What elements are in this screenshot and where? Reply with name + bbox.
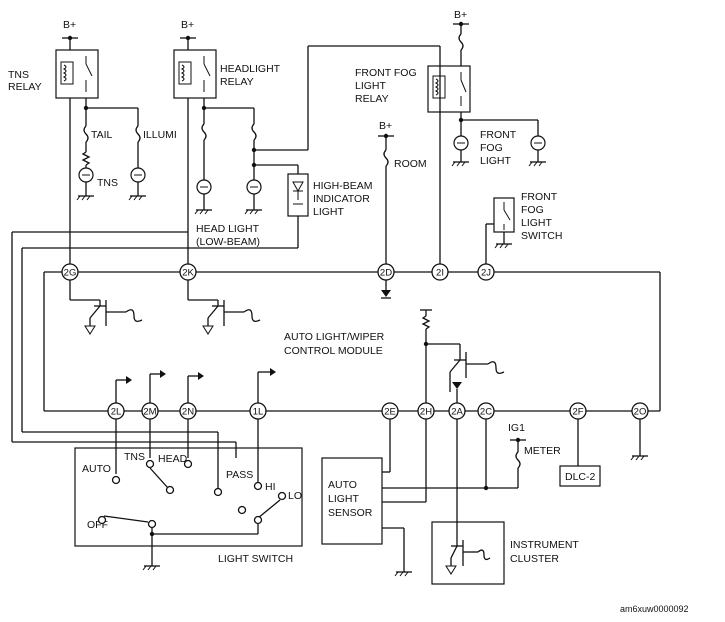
- headlight-lamps: HEAD LIGHT (LOW-BEAM): [194, 108, 262, 248]
- dlc2-label: DLC-2: [565, 471, 596, 483]
- connector-2i: 2I: [431, 263, 449, 281]
- connector-2a: 2A: [448, 402, 466, 420]
- headlight-relay-label-1: HEADLIGHT: [220, 63, 281, 75]
- connector-2k-label: 2K: [182, 268, 194, 279]
- headlight-relay: B+ HEADLIGHT RELAY: [173, 19, 281, 240]
- fog-relay-label-1: FRONT FOG: [355, 67, 417, 79]
- connector-2m: 2M: [141, 402, 159, 420]
- upper-bus: [11, 202, 661, 442]
- room-bplus: B+: [379, 120, 392, 132]
- connector-1l-label: 1L: [253, 407, 264, 418]
- connector-2d: 2D: [377, 263, 395, 281]
- high-beam-indicator: HIGH-BEAM INDICATOR LIGHT: [22, 164, 373, 249]
- fog-switch-label-2: FOG: [521, 204, 544, 216]
- illumi-label: ILLUMI: [143, 129, 177, 141]
- module-internal-driver: [420, 309, 505, 404]
- front-fog-light-switch: FRONT FOG LIGHT SWITCH: [485, 191, 562, 262]
- tail-illumi-branch: TAIL TNS ILLUMI: [76, 108, 177, 201]
- fog-relay-label-2: LIGHT: [355, 80, 387, 92]
- lower-bus: DLC-2: [44, 368, 660, 487]
- connector-2h: 2H: [417, 402, 435, 420]
- connector-2o-label: 2O: [634, 407, 647, 418]
- fog-relay-bplus: B+: [454, 9, 467, 21]
- connector-2e: 2E: [381, 402, 399, 420]
- module-transistors: [69, 280, 261, 335]
- sw-head-label: HEAD: [158, 453, 188, 465]
- connector-pins: 2G 2K 2D 2I 2J 2L 2M 2N 1L 2E 2H 2A 2C 2…: [61, 263, 649, 420]
- front-fog-light-label-2: FOG: [480, 142, 503, 154]
- sensor-label-3: SENSOR: [328, 507, 373, 519]
- cluster-label-1: INSTRUMENT: [510, 539, 579, 551]
- fog-switch-label-4: SWITCH: [521, 230, 562, 242]
- connector-2c: 2C: [477, 402, 495, 420]
- fog-switch-label-1: FRONT: [521, 191, 558, 203]
- module-label-1: AUTO LIGHT/WIPER: [284, 331, 385, 343]
- sensor-label-2: LIGHT: [328, 493, 360, 505]
- connector-2i-label: 2I: [436, 268, 444, 279]
- tns-relay: B+ TNS RELAY: [8, 19, 138, 202]
- front-fog-light-label-1: FRONT: [480, 129, 517, 141]
- top-wires: [254, 45, 441, 268]
- connector-2n: 2N: [179, 402, 197, 420]
- connector-2j-label: 2J: [481, 268, 491, 279]
- connector-2k: 2K: [179, 263, 197, 281]
- headlight-relay-label-2: RELAY: [220, 76, 254, 88]
- connector-2g: 2G: [61, 263, 79, 281]
- tns-relay-label-2: RELAY: [8, 81, 42, 93]
- high-beam-label-1: HIGH-BEAM: [313, 180, 373, 192]
- connector-2o: 2O: [631, 402, 649, 420]
- connector-2h-label: 2H: [420, 407, 432, 418]
- room-label: ROOM: [394, 158, 427, 170]
- connector-2d-label: 2D: [380, 268, 392, 279]
- sw-auto-label: AUTO: [82, 463, 111, 475]
- auto-light-sensor: AUTO LIGHT SENSOR: [321, 418, 518, 577]
- auto-light-module-label: AUTO LIGHT/WIPER CONTROL MODULE: [284, 331, 385, 357]
- connector-2m-label: 2M: [143, 407, 156, 418]
- meter-label: METER: [524, 445, 561, 457]
- connector-2j: 2J: [477, 263, 495, 281]
- cluster-label-2: CLUSTER: [510, 553, 559, 565]
- tail-label: TAIL: [91, 129, 113, 141]
- tns-relay-bplus: B+: [63, 19, 76, 31]
- connector-1l: 1L: [249, 402, 267, 420]
- light-switch: AUTO TNS HEAD PASS HI LO OFF LIGHT SWITC…: [12, 418, 303, 571]
- ig1-label: IG1: [508, 422, 525, 434]
- tns-relay-label-1: TNS: [8, 69, 29, 81]
- high-beam-label-2: INDICATOR: [313, 193, 370, 205]
- high-beam-label-3: LIGHT: [313, 206, 345, 218]
- head-light-label-1: HEAD LIGHT: [196, 223, 260, 235]
- ig1-meter: IG1 METER: [485, 418, 561, 488]
- module-label-2: CONTROL MODULE: [284, 345, 383, 357]
- head-light-label-2: (LOW-BEAM): [196, 236, 260, 248]
- sensor-label-1: AUTO: [328, 479, 357, 491]
- sw-tns-label: TNS: [124, 451, 145, 463]
- headlight-relay-bplus: B+: [181, 19, 194, 31]
- fog-switch-label-3: LIGHT: [521, 217, 553, 229]
- fog-relay-label-3: RELAY: [355, 93, 389, 105]
- figure-id: am6xuw0000092: [620, 604, 689, 614]
- connector-2f: 2F: [569, 402, 587, 420]
- connector-2c-label: 2C: [480, 407, 492, 418]
- instrument-cluster: INSTRUMENT CLUSTER: [431, 418, 579, 585]
- light-switch-label: LIGHT SWITCH: [218, 553, 293, 565]
- connector-2l-label: 2L: [111, 407, 122, 418]
- sw-hi-label: HI: [265, 481, 276, 493]
- tns-lamp-label: TNS: [97, 177, 118, 189]
- connector-2g-label: 2G: [64, 268, 77, 279]
- connector-2l: 2L: [107, 402, 125, 420]
- sw-pass-label: PASS: [226, 469, 253, 481]
- connector-2a-label: 2A: [451, 407, 463, 418]
- room-branch: B+ ROOM: [378, 120, 427, 299]
- sw-lo-label: LO: [288, 490, 302, 502]
- front-fog-light-relay: B+ FRONT FOG LIGHT RELAY FRONT FOG: [355, 9, 546, 167]
- connector-2f-label: 2F: [572, 407, 583, 418]
- connector-2e-label: 2E: [384, 407, 396, 418]
- connector-2n-label: 2N: [182, 407, 194, 418]
- front-fog-light-label-3: LIGHT: [480, 155, 512, 167]
